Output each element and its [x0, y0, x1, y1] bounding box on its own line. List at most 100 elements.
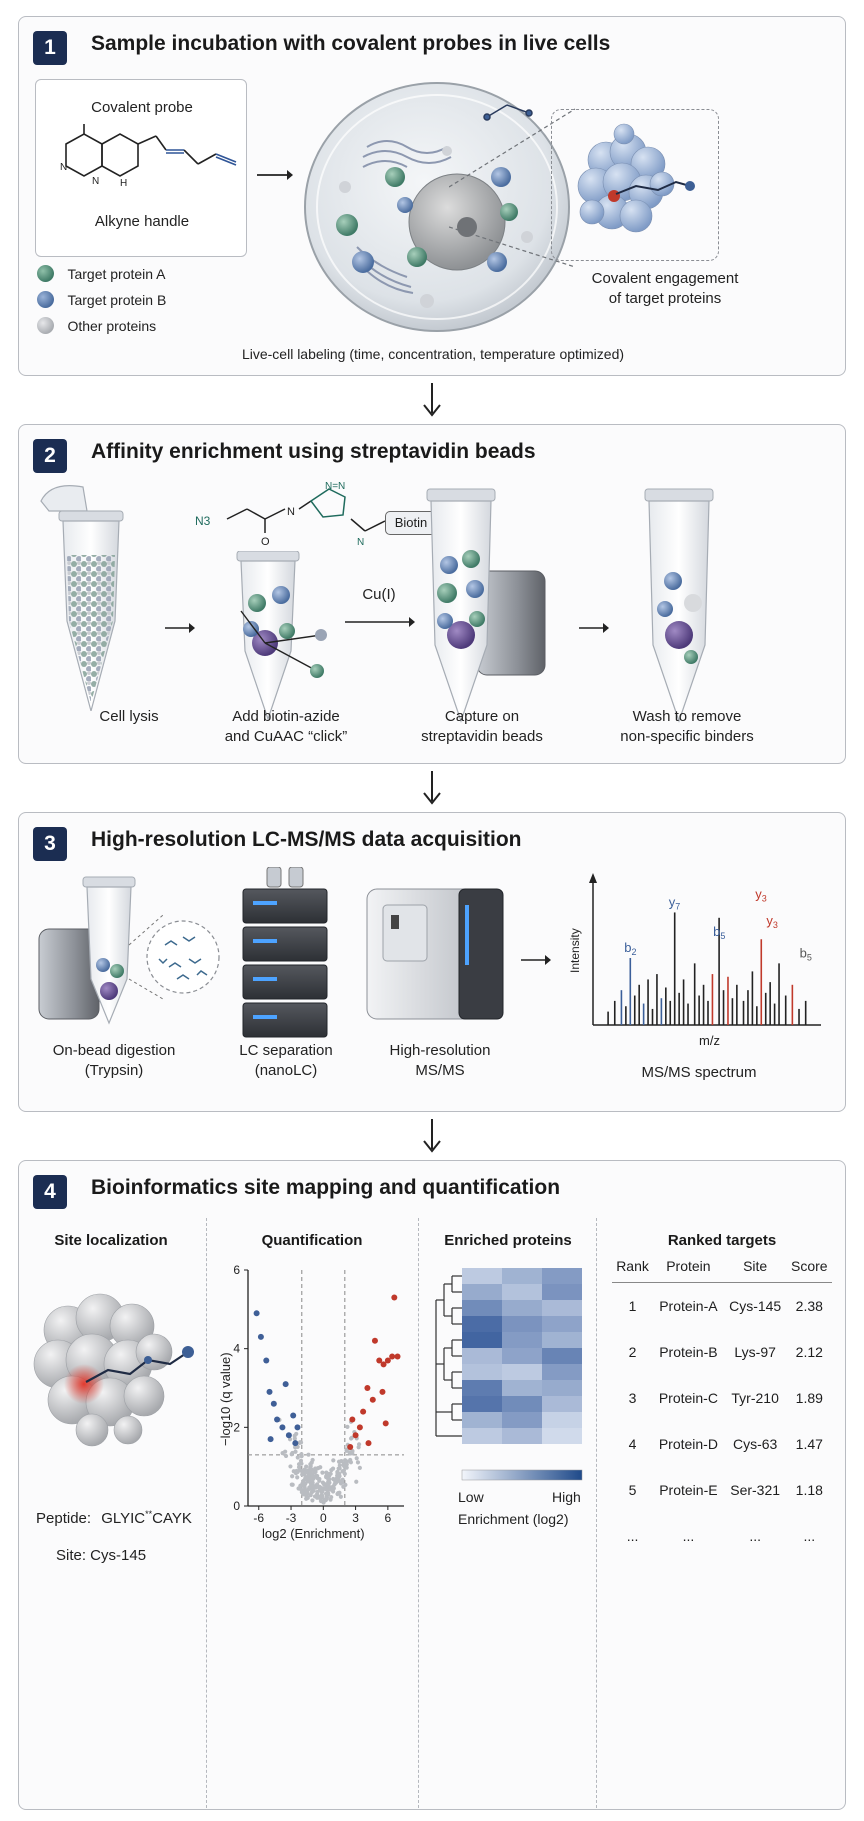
panel-1-caption: Live-cell labeling (time, concentration,… [241, 346, 625, 362]
volcano-point [394, 1353, 401, 1360]
heatmap-cell [462, 1428, 502, 1444]
heatmap-cell [542, 1348, 582, 1364]
col-score: Score [786, 1250, 832, 1283]
volcano-point-ns [341, 1463, 346, 1468]
cell: ... [803, 1527, 816, 1544]
p2-step-4-line1: Wash to remove [632, 708, 742, 725]
ion-label: b2 [624, 940, 636, 957]
zoom-box [551, 109, 719, 261]
volcano-point-ns [331, 1476, 336, 1482]
peptide-label: Peptide: [36, 1510, 92, 1527]
arrow-right-icon-2c [579, 623, 609, 633]
volcano-point-ns [357, 1465, 362, 1470]
p2-step-3: Capture on streptavidin beads [397, 707, 567, 748]
cell: 3 [628, 1389, 637, 1406]
panel-4-number: 4 [33, 1175, 67, 1209]
cell: ... [682, 1527, 695, 1544]
probe-box: Covalent probe N N H O Alkyne handl [35, 79, 247, 257]
capture-tube-icon [426, 488, 546, 723]
volcano-point-ns [318, 1465, 323, 1470]
ion-label: y3 [766, 913, 778, 930]
heatmap-cell [502, 1396, 542, 1412]
volcano-point-ns [348, 1460, 354, 1465]
other-swatch [37, 317, 54, 335]
probe-structure-icon: N N H O [60, 124, 237, 189]
live-cell-illustration [304, 82, 570, 332]
volcano-point [279, 1424, 286, 1431]
volcano-point-ns [304, 1464, 309, 1469]
cell: 4 [628, 1435, 637, 1452]
volcano-point-ns [354, 1456, 359, 1461]
volcano-point-ns [336, 1459, 342, 1464]
engagement-label-line1: Covalent engagement [591, 270, 739, 287]
p3-step-1: On-bead digestion (Trypsin) [39, 1041, 189, 1082]
mass-spec-icon [366, 888, 504, 1020]
volcano-point-ns [292, 1436, 297, 1441]
volcano-point [294, 1424, 301, 1431]
peptide-seq-pre: GLYIC [101, 1510, 146, 1527]
heatmap-colorbar [461, 1469, 583, 1481]
p3-step-3-line2: MS/MS [415, 1062, 465, 1080]
volcano-point-ns [331, 1486, 336, 1491]
volcano-point-ns [295, 1475, 300, 1480]
volcano-point [349, 1416, 356, 1423]
enriched-proteins-heading: Enriched proteins [444, 1232, 572, 1249]
volcano-point-ns [304, 1475, 309, 1480]
volcano-point-ns [305, 1495, 310, 1500]
svg-text:N: N [92, 176, 99, 187]
legend-other-label: Other proteins [67, 317, 157, 334]
volcano-point-ns [296, 1462, 302, 1467]
volcano-point-ns [342, 1471, 347, 1476]
heatmap-cell [462, 1332, 502, 1348]
cell: 5 [628, 1481, 637, 1498]
volcano-point-ns [345, 1424, 350, 1429]
volcano-point [285, 1432, 292, 1439]
n3-label: N3 [195, 514, 211, 528]
p2-step-4: Wash to remove non-specific binders [597, 707, 777, 748]
volcano-point-ns [318, 1485, 323, 1490]
volcano-point-ns [323, 1486, 329, 1492]
p3-step-4: MS/MS spectrum [619, 1063, 779, 1083]
cell: 1.18 [795, 1481, 823, 1498]
arrow-right-icon [257, 170, 293, 180]
volcano-point-ns [350, 1448, 355, 1454]
heatmap-cell [462, 1364, 502, 1380]
volcano-point-ns [299, 1452, 304, 1457]
ion-label: b5 [713, 924, 725, 941]
cell: Tyr-210 [731, 1389, 779, 1406]
heatmap-cell [542, 1284, 582, 1300]
col-rank: Rank [612, 1250, 654, 1283]
site-localization-heading: Site localization [54, 1232, 168, 1249]
heatmap-high-label: High [552, 1489, 581, 1505]
panel-3: 3 High-resolution LC-MS/MS data acquisit… [18, 812, 846, 1112]
volcano-point-ns [325, 1475, 330, 1480]
volcano-point [263, 1357, 270, 1364]
panel-1-number: 1 [33, 31, 67, 65]
p2-step-1-line1: Cell lysis [99, 708, 159, 725]
p2-step-4-line2: non-specific binders [620, 728, 754, 746]
arrow-right-icon-3 [521, 955, 551, 965]
target-b-swatch [37, 291, 54, 309]
volcano-point-ns [295, 1455, 300, 1460]
volcano-point-ns [354, 1479, 359, 1484]
volcano-point-ns [313, 1468, 318, 1473]
volcano-point [270, 1400, 277, 1407]
p2-step-2: Add biotin-azide and CuAAC “click” [201, 707, 371, 748]
volcano-point-ns [341, 1484, 346, 1489]
volcano-point-ns [348, 1436, 354, 1441]
heatmap-low-label: Low [458, 1489, 484, 1505]
p2-step-3-line2: streptavidin beads [421, 728, 543, 746]
cell: ... [749, 1527, 761, 1544]
legend-target-a: Target protein A [37, 265, 166, 287]
volcano-point-ns [310, 1480, 315, 1485]
volcano-xlabel: log2 (Enrichment) [262, 1526, 365, 1541]
cell: 1.89 [795, 1389, 823, 1406]
volcano-point-ns [283, 1453, 289, 1459]
engagement-label: Covalent engagement of target proteins [575, 269, 755, 310]
separator-2 [418, 1218, 419, 1808]
zoom-connector [449, 108, 576, 268]
separator-1 [206, 1218, 207, 1808]
